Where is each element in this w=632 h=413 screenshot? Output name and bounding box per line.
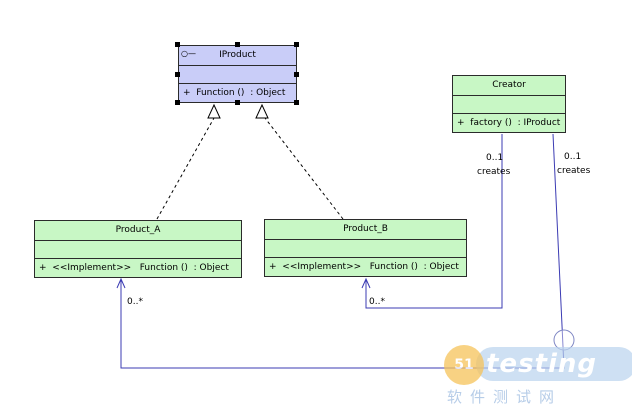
selection-handle[interactable] — [294, 42, 299, 47]
creator-header: Creator — [453, 76, 565, 95]
association-line-creator-product-a — [120, 133, 565, 369]
association-arrow-product-a — [116, 277, 126, 289]
creator-name: Creator — [492, 80, 526, 90]
product-b-header: Product_B — [265, 220, 466, 239]
op-visibility: + — [269, 262, 277, 272]
selection-handle[interactable] — [175, 42, 180, 47]
op-stereotype: <<Implement>> — [282, 262, 362, 272]
association-target-multiplicity: 0..* — [127, 297, 143, 307]
product-b-operation: + <<Implement>> Function () : Object — [265, 257, 466, 276]
creator-operation: + factory () : IProduct — [453, 113, 565, 132]
selection-handle[interactable] — [294, 72, 299, 77]
op-visibility: + — [457, 118, 465, 128]
association-line-creator-product-b — [365, 134, 503, 309]
association-source-multiplicity: 0..1 — [486, 153, 504, 163]
op-visibility: + — [39, 263, 47, 273]
product-b-class[interactable]: Product_B + <<Implement>> Function () : … — [264, 219, 467, 277]
selection-handle[interactable] — [175, 72, 180, 77]
op-name: Function () — [139, 263, 188, 273]
creator-class[interactable]: Creator + factory () : IProduct — [452, 75, 566, 133]
realization-arrowhead-a — [207, 103, 221, 119]
product-a-operation: + <<Implement>> Function () : Object — [35, 258, 241, 277]
association-source-multiplicity: 0..1 — [564, 152, 582, 162]
op-name: Function () — [196, 88, 245, 98]
association-role-label: creates — [557, 166, 591, 176]
op-type: : Object — [250, 88, 286, 98]
realization-arrowhead-b — [255, 103, 269, 119]
op-type: : Object — [423, 262, 459, 272]
product-a-class[interactable]: Product_A + <<Implement>> Function () : … — [34, 220, 242, 278]
watermark-subtitle: 软件测试网 — [447, 388, 563, 406]
association-arrow-product-b — [361, 277, 371, 289]
realization-line-product-b — [264, 117, 344, 220]
creator-attributes — [453, 95, 565, 113]
iproduct-interface[interactable]: ○— IProduct + Function () : Object — [178, 45, 297, 103]
selection-handle[interactable] — [235, 100, 240, 105]
realization-line-product-a — [156, 117, 215, 220]
association-role-label: creates — [477, 167, 511, 177]
op-stereotype: <<Implement>> — [52, 263, 132, 273]
product-a-name: Product_A — [115, 225, 161, 235]
iproduct-name: IProduct — [219, 50, 256, 60]
op-type: : Object — [193, 263, 229, 273]
watermark-badge: 51 — [444, 345, 484, 385]
iproduct-attributes — [179, 65, 296, 83]
interface-icon: ○— — [181, 49, 196, 58]
watermark-text: testing — [486, 349, 597, 379]
association-target-multiplicity: 0..* — [369, 297, 385, 307]
selection-handle[interactable] — [235, 42, 240, 47]
product-b-attributes — [265, 239, 466, 257]
selection-handle[interactable] — [175, 100, 180, 105]
selection-handle[interactable] — [294, 100, 299, 105]
iproduct-header: ○— IProduct — [179, 46, 296, 65]
watermark-pill — [476, 347, 632, 381]
product-a-attributes — [35, 240, 241, 258]
op-visibility: + — [183, 88, 191, 98]
iproduct-operation: + Function () : Object — [179, 83, 296, 102]
product-a-header: Product_A — [35, 221, 241, 240]
op-name: Function () — [369, 262, 418, 272]
op-name: factory () — [470, 118, 512, 128]
product-b-name: Product_B — [343, 224, 388, 234]
op-type: : IProduct — [517, 118, 561, 128]
